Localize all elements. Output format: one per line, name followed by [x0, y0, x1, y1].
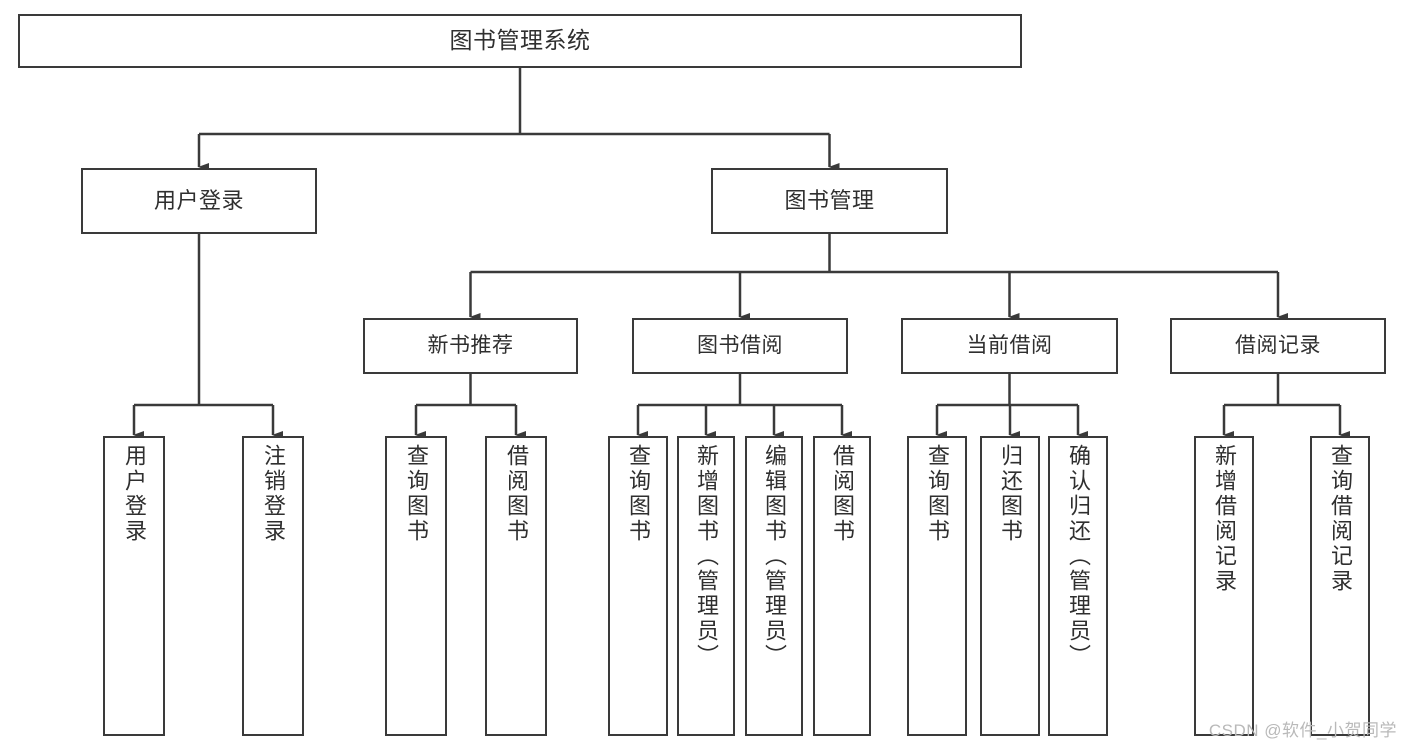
node-leaf-8[interactable]: 查询图书 — [907, 436, 967, 736]
node-level3-3[interactable]: 借阅记录 — [1170, 318, 1386, 374]
node-level2-1[interactable]: 图书管理 — [711, 168, 948, 234]
node-level2-0[interactable]: 用户登录 — [81, 168, 317, 234]
node-label: 查询图书 — [626, 444, 651, 544]
node-level3-1[interactable]: 图书借阅 — [632, 318, 848, 374]
node-leaf-0[interactable]: 用户登录 — [103, 436, 165, 736]
node-label: 图书管理 — [784, 188, 875, 214]
node-leaf-1[interactable]: 注销登录 — [242, 436, 304, 736]
node-label: 借阅记录 — [1235, 333, 1321, 357]
node-label: 新书推荐 — [427, 333, 514, 357]
node-leaf-10[interactable]: 确认归还（管理员） — [1048, 436, 1108, 736]
node-label: 查询借阅记录 — [1328, 444, 1353, 594]
node-label: 借阅图书 — [504, 444, 529, 544]
node-root-book-management-system[interactable]: 图书管理系统 — [18, 14, 1022, 68]
node-label: 查询图书 — [925, 444, 950, 544]
node-label: 用户登录 — [122, 444, 147, 544]
node-leaf-2[interactable]: 查询图书 — [385, 436, 447, 736]
node-leaf-9[interactable]: 归还图书 — [980, 436, 1040, 736]
node-label: 编辑图书（管理员） — [762, 444, 787, 669]
node-level3-2[interactable]: 当前借阅 — [901, 318, 1118, 374]
node-label: 借阅图书 — [830, 444, 855, 544]
node-label: 图书管理系统 — [449, 27, 591, 54]
node-leaf-11[interactable]: 新增借阅记录 — [1194, 436, 1254, 736]
node-leaf-5[interactable]: 新增图书（管理员） — [677, 436, 735, 736]
node-level3-0[interactable]: 新书推荐 — [363, 318, 578, 374]
node-label: 新增图书（管理员） — [694, 444, 719, 669]
node-label: 当前借阅 — [966, 333, 1053, 357]
node-label: 归还图书 — [998, 444, 1023, 544]
node-label: 图书借阅 — [697, 333, 783, 357]
node-leaf-4[interactable]: 查询图书 — [608, 436, 668, 736]
node-label: 新增借阅记录 — [1212, 444, 1237, 594]
connector-lines — [132, 68, 1350, 439]
node-label: 查询图书 — [404, 444, 429, 544]
node-label: 确认归还（管理员） — [1066, 444, 1091, 669]
node-label: 注销登录 — [261, 444, 286, 544]
node-label: 用户登录 — [153, 188, 244, 214]
node-leaf-6[interactable]: 编辑图书（管理员） — [745, 436, 803, 736]
node-leaf-3[interactable]: 借阅图书 — [485, 436, 547, 736]
node-leaf-7[interactable]: 借阅图书 — [813, 436, 871, 736]
node-leaf-12[interactable]: 查询借阅记录 — [1310, 436, 1370, 736]
